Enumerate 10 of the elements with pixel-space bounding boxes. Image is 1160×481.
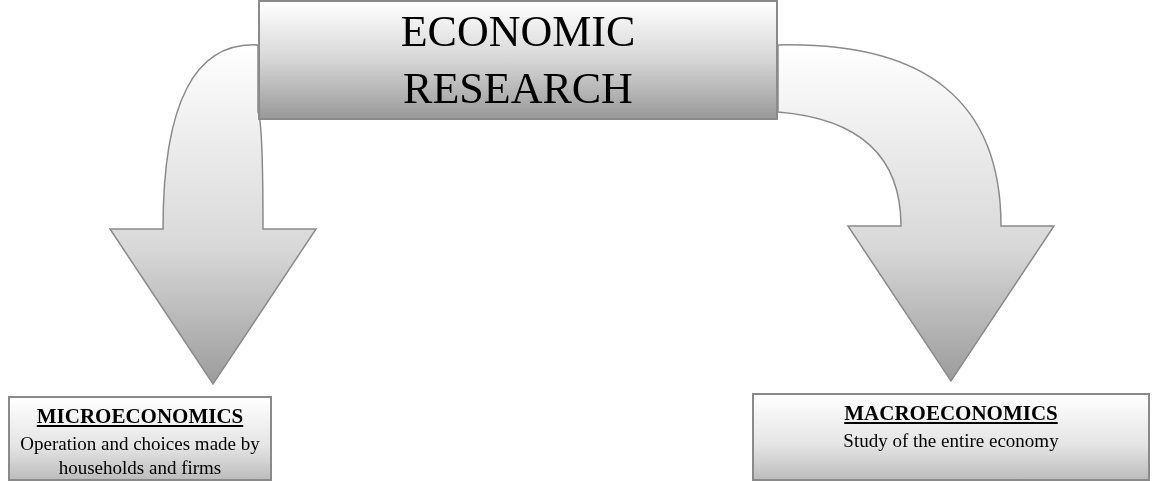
category-box [752,393,1150,481]
category-box [8,396,272,481]
curved-arrow [777,44,1055,382]
category-heading: MICROECONOMICS [36,404,244,429]
curved-arrow [109,44,317,385]
category-description: Operation and choices made by households and firms [20,432,260,480]
category-description: Study of the entire economy [842,429,1060,453]
topic-box [258,0,778,120]
category-heading: MACROECONOMICS [844,401,1058,426]
topic-title: ECONOMIC RESEARCH [399,5,637,115]
